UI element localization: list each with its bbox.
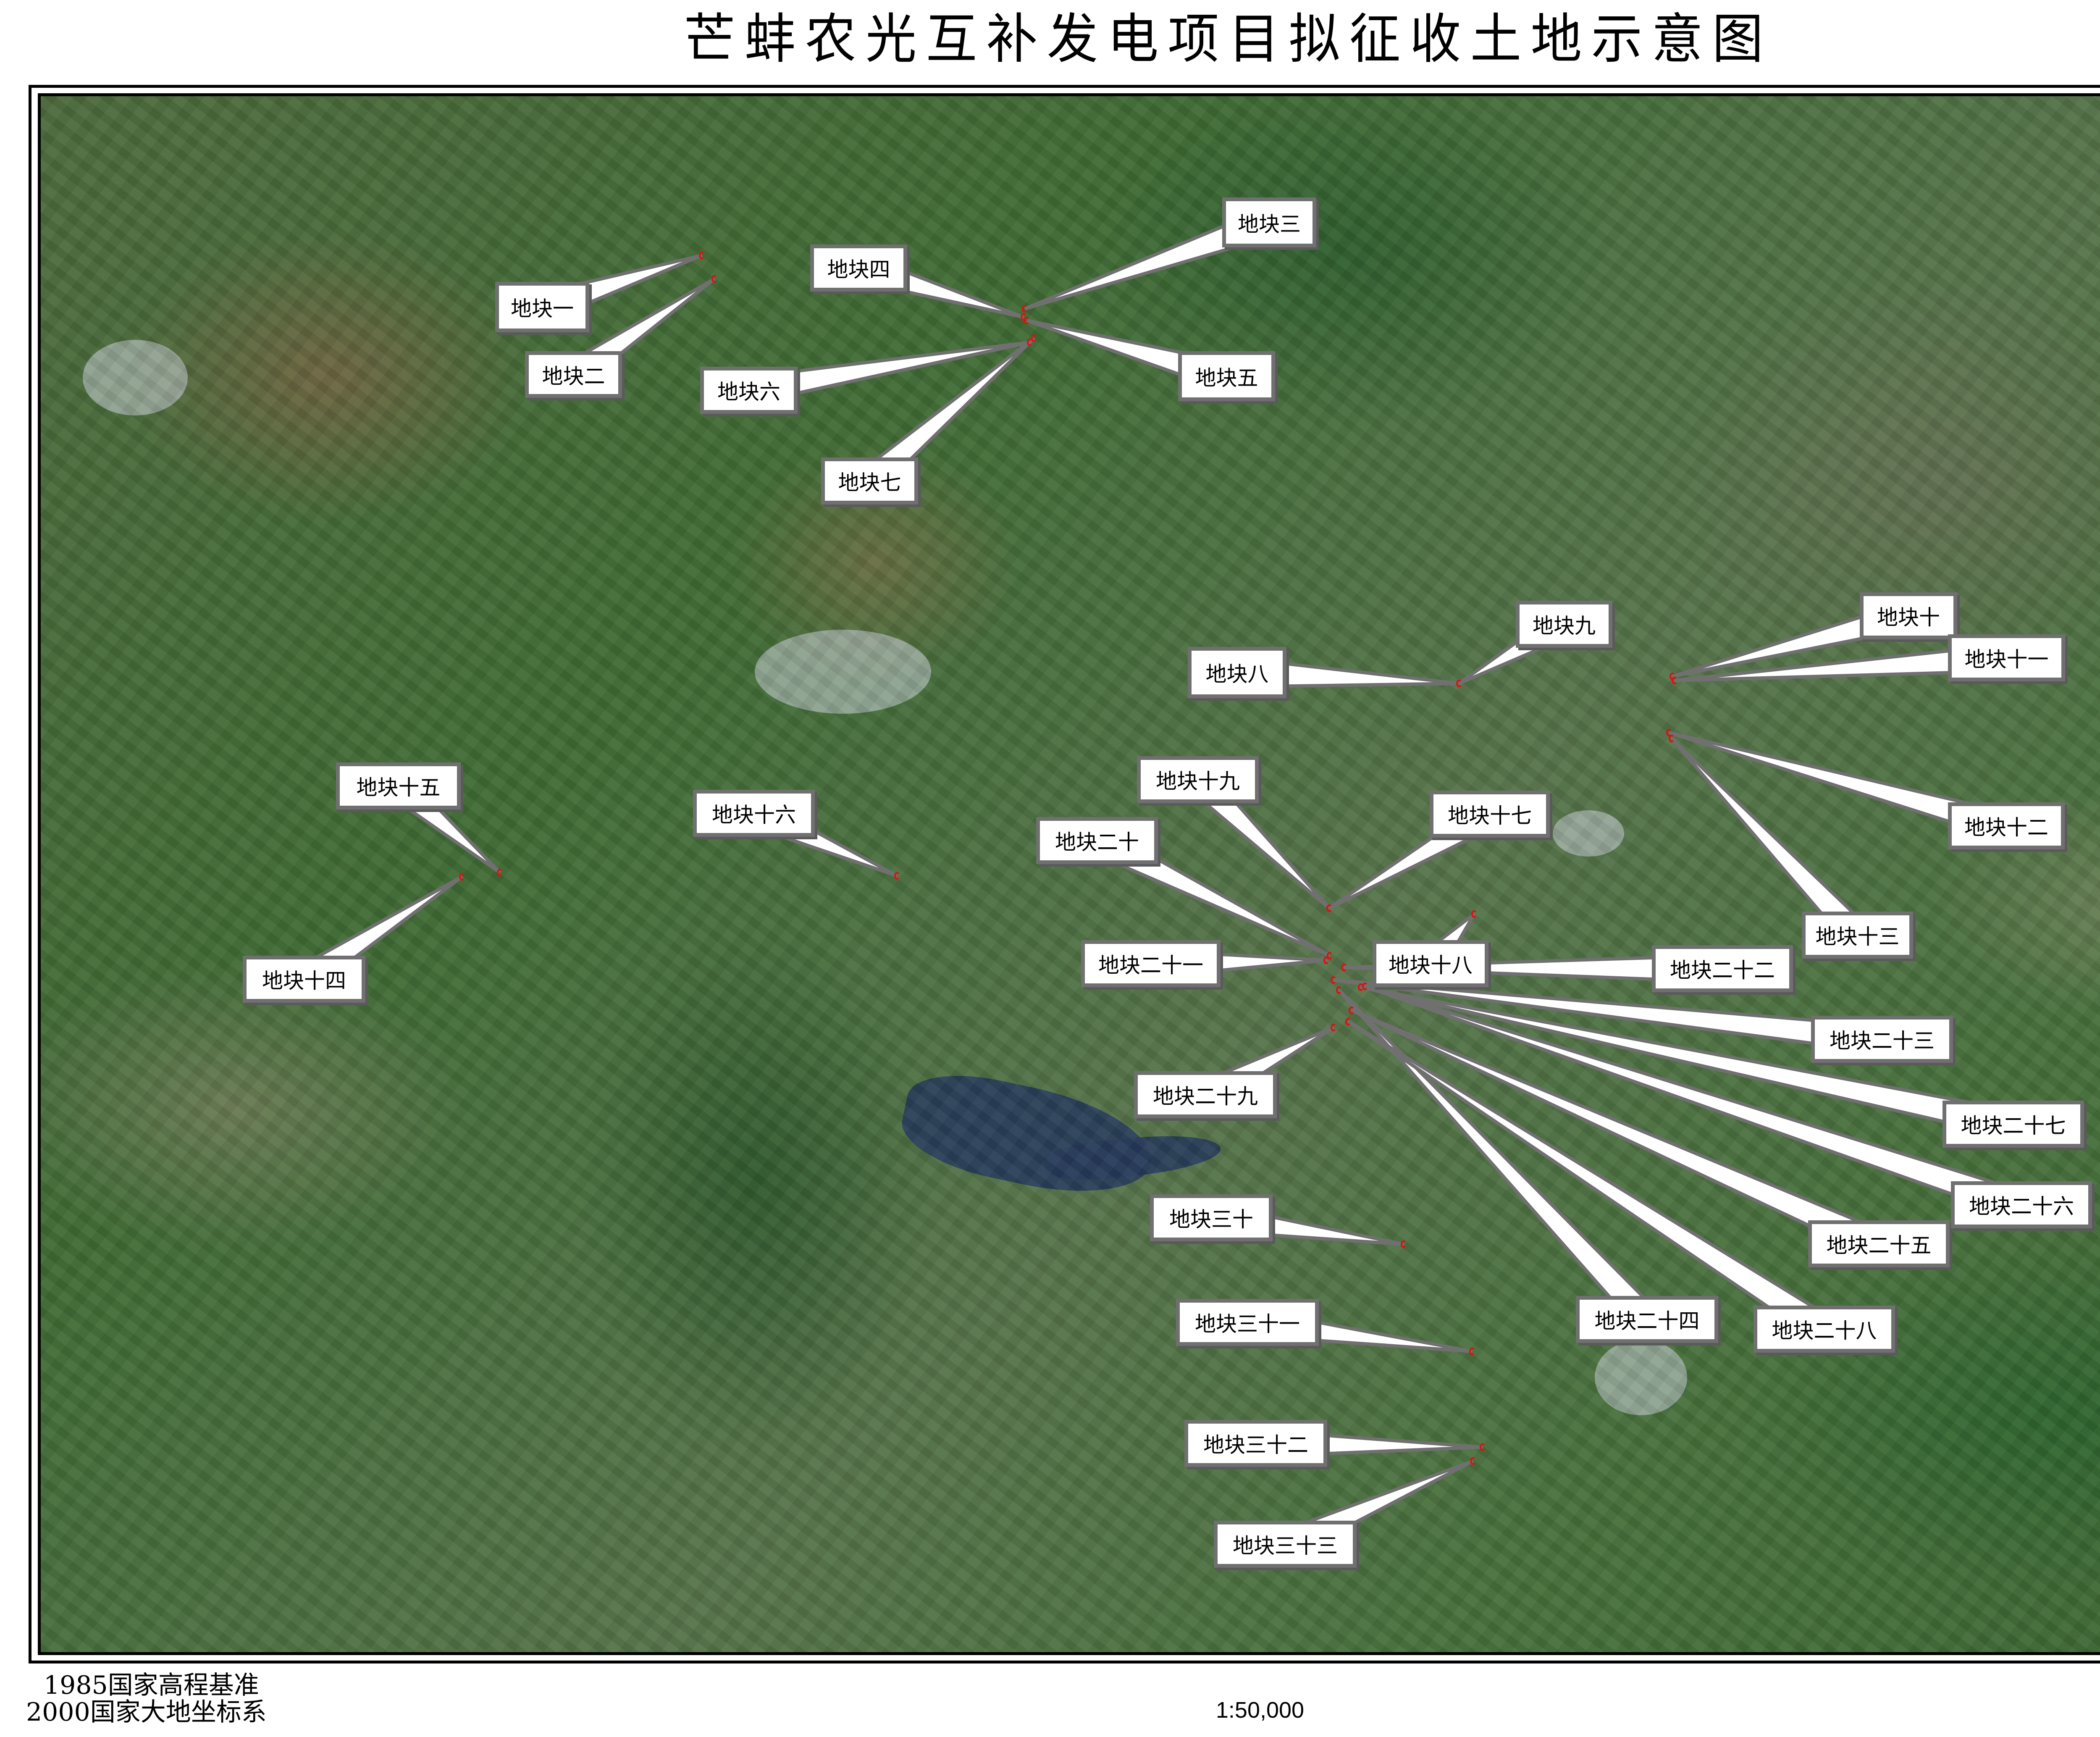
parcel-label-1[interactable]: 地块一 [495, 282, 589, 332]
parcel-marker-icon[interactable] [1470, 1457, 1476, 1465]
parcel-marker-icon[interactable] [497, 869, 503, 876]
parcel-label-5[interactable]: 地块五 [1178, 351, 1275, 401]
parcel-label-29[interactable]: 地块二十九 [1134, 1071, 1277, 1118]
parcel-label-33[interactable]: 地块三十三 [1214, 1521, 1357, 1568]
village [1595, 1340, 1687, 1415]
parcel-label-21[interactable]: 地块二十一 [1081, 940, 1221, 987]
parcel-marker-icon[interactable] [1323, 957, 1329, 964]
parcel-marker-icon[interactable] [1669, 735, 1675, 742]
elevation-datum: 1985国家高程基准 [44, 1671, 259, 1700]
parcel-label-18[interactable]: 地块十八 [1373, 940, 1488, 987]
parcel-marker-icon[interactable] [699, 252, 705, 259]
parcel-label-26[interactable]: 地块二十六 [1951, 1181, 2092, 1228]
parcel-label-9[interactable]: 地块九 [1516, 601, 1612, 648]
map-title: 芒蚌农光互补发电项目拟征收土地示意图 [684, 8, 1773, 71]
parcel-marker-icon[interactable] [1027, 339, 1033, 346]
parcel-label-12[interactable]: 地块十二 [1948, 802, 2065, 849]
parcel-marker-icon[interactable] [1672, 677, 1677, 684]
scale-text: 1:50,000 [1215, 1698, 1305, 1723]
parcel-marker-icon[interactable] [1326, 904, 1332, 912]
parcel-label-32[interactable]: 地块三十二 [1184, 1420, 1327, 1467]
parcel-marker-icon[interactable] [1349, 1006, 1354, 1014]
parcel-label-14[interactable]: 地块十四 [243, 956, 365, 1003]
village [83, 340, 188, 415]
village [1553, 810, 1624, 857]
parcel-marker-icon[interactable] [1480, 1443, 1486, 1451]
parcel-marker-icon[interactable] [1469, 1348, 1475, 1355]
parcel-label-16[interactable]: 地块十六 [693, 790, 815, 837]
village [755, 630, 931, 714]
parcel-label-27[interactable]: 地块二十七 [1942, 1101, 2084, 1148]
parcel-label-10[interactable]: 地块十 [1860, 592, 1957, 639]
parcel-label-13[interactable]: 地块十三 [1802, 912, 1913, 959]
parcel-label-20[interactable]: 地块二十 [1036, 817, 1158, 864]
parcel-marker-icon[interactable] [1401, 1240, 1407, 1248]
parcel-label-30[interactable]: 地块三十 [1150, 1194, 1273, 1241]
parcel-label-2[interactable]: 地块二 [525, 351, 622, 398]
parcel-label-31[interactable]: 地块三十一 [1176, 1299, 1319, 1346]
parcel-label-7[interactable]: 地块七 [821, 457, 918, 505]
reservoir-water [894, 1062, 1161, 1209]
parcel-label-8[interactable]: 地块八 [1188, 647, 1286, 698]
parcel-label-6[interactable]: 地块六 [700, 367, 798, 414]
parcel-label-3[interactable]: 地块三 [1222, 197, 1316, 247]
parcel-marker-icon[interactable] [1471, 910, 1477, 918]
parcel-marker-icon[interactable] [1345, 1018, 1351, 1025]
parcel-label-25[interactable]: 地块二十五 [1808, 1220, 1950, 1267]
parcel-marker-icon[interactable] [459, 873, 465, 880]
parcel-marker-icon[interactable] [1456, 680, 1462, 687]
parcel-marker-icon[interactable] [1022, 305, 1028, 313]
parcel-marker-icon[interactable] [1021, 313, 1026, 321]
parcel-label-11[interactable]: 地块十一 [1948, 634, 2065, 681]
datum-info: 1985国家高程基准 2000国家大地坐标系 [26, 1672, 267, 1726]
parcel-label-17[interactable]: 地块十七 [1430, 791, 1550, 838]
coordinate-system: 2000国家大地坐标系 [26, 1698, 267, 1727]
parcel-marker-icon[interactable] [1031, 334, 1037, 342]
parcel-marker-icon[interactable] [1327, 952, 1333, 959]
parcel-marker-icon[interactable] [1331, 976, 1336, 984]
parcel-label-24[interactable]: 地块二十四 [1576, 1296, 1718, 1343]
parcel-label-4[interactable]: 地块四 [810, 244, 907, 292]
parcel-marker-icon[interactable] [1341, 964, 1347, 971]
parcel-label-19[interactable]: 地块十九 [1137, 756, 1259, 803]
parcel-marker-icon[interactable] [1331, 1024, 1336, 1031]
parcel-marker-icon[interactable] [894, 872, 900, 880]
parcel-marker-icon[interactable] [711, 275, 717, 283]
parcel-marker-icon[interactable] [1024, 317, 1030, 324]
parcel-marker-icon[interactable] [1336, 986, 1342, 994]
parcel-label-22[interactable]: 地块二十二 [1652, 945, 1793, 992]
parcel-label-23[interactable]: 地块二十三 [1811, 1016, 1953, 1063]
satellite-map[interactable] [38, 93, 2100, 1655]
parcel-marker-icon[interactable] [1358, 983, 1364, 991]
parcel-label-28[interactable]: 地块二十八 [1754, 1306, 1895, 1353]
parcel-label-15[interactable]: 地块十五 [336, 762, 461, 809]
